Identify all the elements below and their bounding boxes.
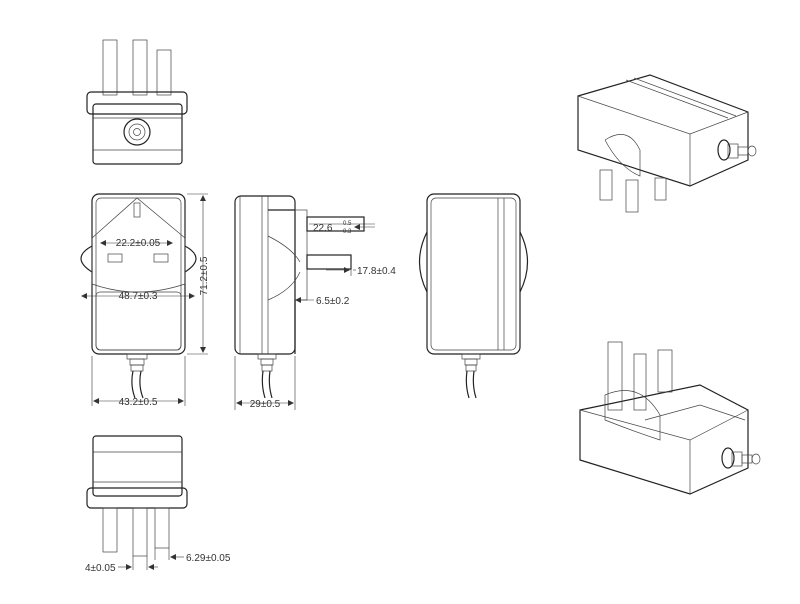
dimension-pin-width: 6.29±0.05 [154, 548, 231, 564]
dimension-body-inner-width: 48.7±0.3 [81, 291, 195, 302]
dimension-body-height: 71.2±0.5 [187, 193, 210, 355]
bottom-view [86, 435, 188, 557]
dim-label: 6.5±0.2 [316, 296, 350, 307]
dim-label: 6.29±0.05 [186, 553, 231, 564]
dim-label: 4±0.05 [85, 563, 116, 574]
dimension-pin-length-main: 22.6 0.5 0.3 [309, 221, 375, 235]
dimension-pin-length-short: 17.8±0.4 [326, 262, 396, 277]
isometric-view-1 [577, 74, 757, 213]
dimension-pin-offset: 6.5±0.2 [295, 296, 350, 307]
front-view [80, 193, 197, 399]
dimension-body-depth: 29±0.5 [234, 356, 296, 410]
dim-label: 22.6 [313, 223, 333, 234]
output-cable [126, 353, 148, 399]
rear-view [418, 193, 529, 399]
dimension-body-width: 43.2±0.5 [91, 356, 186, 408]
dc-jack-icon [123, 118, 151, 146]
top-view [86, 39, 188, 165]
iso-connector-2 [721, 447, 761, 469]
dimension-pin-spacing: 22.2±0.05 [100, 238, 173, 249]
isometric-view-2 [579, 341, 761, 495]
dim-tol-lower: 0.3 [343, 229, 352, 235]
dim-label: 43.2±0.5 [119, 397, 158, 408]
dim-label: 71.2±0.5 [199, 256, 210, 295]
iso-connector [717, 139, 757, 161]
dim-label: 48.7±0.3 [119, 291, 158, 302]
dim-tol-upper: 0.5 [343, 221, 352, 227]
dim-label: 29±0.5 [250, 399, 281, 410]
dim-label: 17.8±0.4 [357, 266, 396, 277]
dim-label: 22.2±0.05 [116, 238, 161, 249]
dimension-pin-thickness: 4±0.05 [85, 556, 158, 574]
